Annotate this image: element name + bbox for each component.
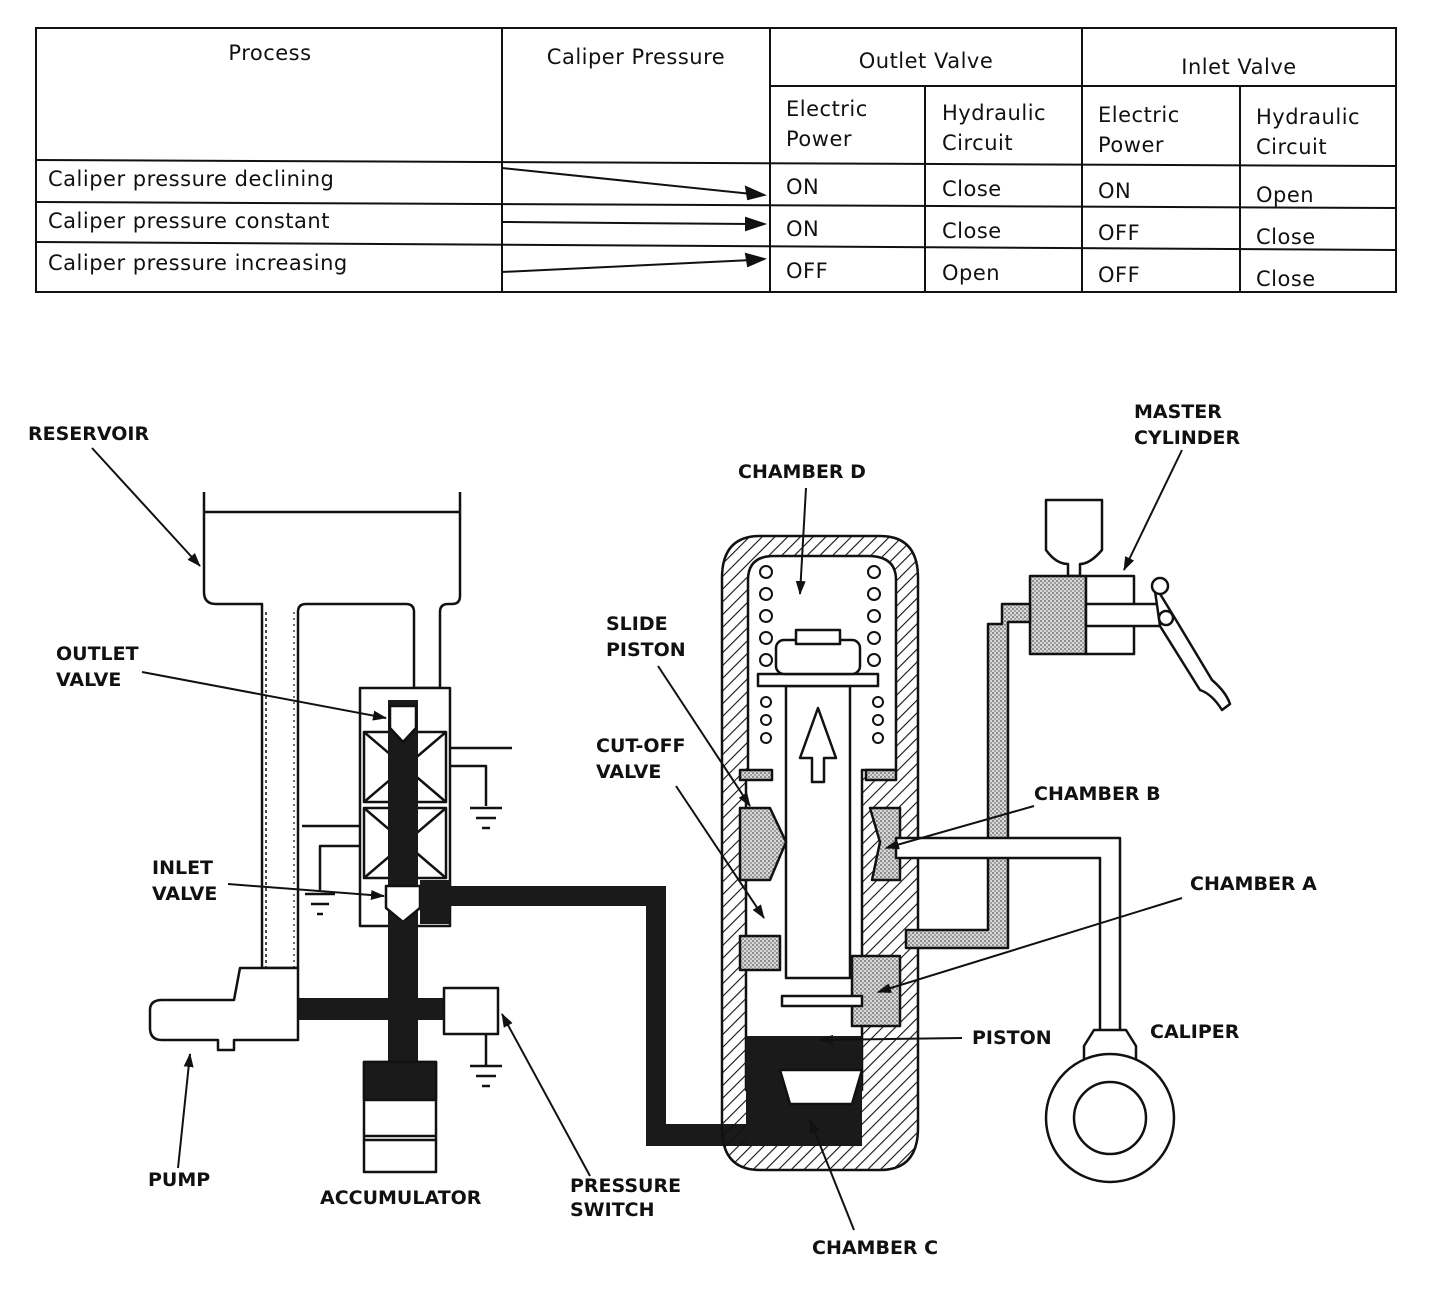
row-outlet-circuit: Close (942, 177, 1002, 201)
label-accumulator: ACCUMULATOR (320, 1187, 482, 1209)
row-process: Caliper pressure constant (48, 209, 330, 233)
label-reservoir: RESERVOIR (28, 423, 149, 445)
header-inlet-hydraulic-circuit: Hydraulic Circuit (1256, 105, 1361, 159)
caliper (1044, 1028, 1176, 1184)
diagram-labels: RESERVOIR OUTLET VALVE INLET VALVE PUMP … (28, 401, 1317, 1259)
row-inlet-power: OFF (1098, 221, 1141, 245)
label-inlet-valve-line2: VALVE (152, 883, 217, 905)
solenoid-valve-block (358, 686, 452, 928)
electrical-leads (302, 746, 512, 916)
label-chamber-a: CHAMBER A (1190, 873, 1317, 895)
row-inlet-power: ON (1098, 179, 1132, 203)
label-pump: PUMP (148, 1169, 210, 1191)
row-outlet-power: ON (786, 175, 820, 199)
label-cutoff-valve-line1: CUT-OFF (596, 735, 686, 757)
label-chamber-c: CHAMBER C (812, 1237, 938, 1259)
leader-lines (91, 447, 1183, 1231)
table-grid (35, 27, 1397, 293)
header-outlet-hydraulic-circuit: Hydraulic Circuit (942, 101, 1047, 155)
label-slide-piston-line1: SLIDE (606, 613, 668, 635)
pump-pressure-lines (298, 886, 746, 1146)
row-outlet-power: ON (786, 217, 820, 241)
header-inlet-electric-power: Electric Power (1098, 103, 1180, 157)
pressure-switch (442, 986, 502, 1088)
header-outlet-valve: Outlet Valve (858, 49, 994, 73)
label-chamber-d: CHAMBER D (738, 461, 866, 483)
header-inlet-valve: Inlet Valve (1181, 55, 1297, 79)
row-inlet-circuit: Open (1256, 183, 1315, 207)
row-process: Caliper pressure declining (48, 167, 335, 191)
row-inlet-circuit: Close (1256, 267, 1316, 291)
header-outlet-electric-power: Electric Power (786, 97, 868, 151)
master-cylinder (1028, 498, 1232, 712)
label-piston: PISTON (972, 1027, 1052, 1049)
row-process: Caliper pressure increasing (48, 251, 348, 275)
modulator-body (720, 534, 920, 1172)
label-inlet-valve-line1: INLET (152, 857, 213, 879)
header-process: Process (228, 41, 312, 65)
label-outlet-valve-line2: VALVE (56, 669, 121, 691)
row-outlet-circuit: Close (942, 219, 1002, 243)
header-caliper-pressure: Caliper Pressure (546, 45, 726, 69)
label-pressure-switch-line1: PRESSURE (570, 1175, 681, 1197)
pump (148, 966, 300, 1052)
row-inlet-circuit: Close (1256, 225, 1316, 249)
label-caliper: CALIPER (1150, 1021, 1240, 1043)
row-inlet-power: OFF (1098, 263, 1141, 287)
reservoir (202, 492, 462, 970)
label-master-cylinder-line1: MASTER (1134, 401, 1222, 423)
pressure-arrows (501, 167, 768, 273)
accumulator (362, 1060, 438, 1174)
label-chamber-b: CHAMBER B (1034, 783, 1161, 805)
row-outlet-circuit: Open (942, 261, 1001, 285)
row-outlet-power: OFF (786, 259, 829, 283)
label-outlet-valve-line1: OUTLET (56, 643, 139, 665)
label-slide-piston-line2: PISTON (606, 639, 686, 661)
label-pressure-switch-line2: SWITCH (570, 1199, 655, 1221)
label-master-cylinder-line2: CYLINDER (1134, 427, 1241, 449)
valve-state-table: Process Caliper Pressure Outlet Valve In… (0, 0, 1440, 310)
master-cylinder-line (904, 602, 1032, 950)
modulator-springs (759, 565, 884, 744)
label-cutoff-valve-line2: VALVE (596, 761, 661, 783)
